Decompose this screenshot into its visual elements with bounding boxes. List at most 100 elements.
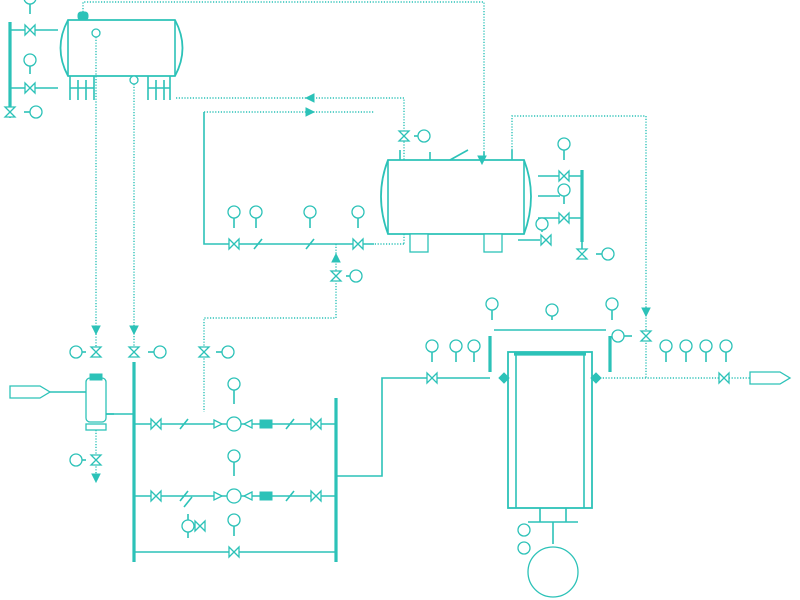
pressure-gauge-20 (181, 519, 195, 533)
pump-2 (226, 488, 242, 504)
pipe-network (50, 1, 750, 538)
pressure-gauge-7 (351, 205, 365, 219)
check-valve-2 (179, 490, 189, 502)
pipe-dotted-0 (82, 1, 485, 160)
pipe-dotted-8 (203, 244, 337, 412)
tank-inlet-nozzle (91, 28, 101, 38)
gate-valve-23 (639, 330, 653, 342)
pressure-gauge-29 (679, 339, 693, 353)
pressure-gauge-30 (699, 339, 713, 353)
gate-valve-11 (89, 346, 103, 358)
pipe-dotted-3 (176, 97, 405, 160)
product-outlet-marker (749, 371, 792, 385)
pressure-gauge-9 (557, 137, 571, 151)
pressure-gauge-10 (557, 183, 571, 197)
pressure-gauge-26 (605, 297, 619, 311)
gauge-set (23, 0, 733, 555)
gate-valve-17 (150, 489, 162, 503)
check-valve-5 (305, 238, 315, 250)
flow-arrow-4 (331, 252, 341, 263)
flow-arrow-2 (91, 325, 101, 336)
pressure-gauge-0 (23, 0, 37, 5)
valve-set (3, 23, 730, 559)
pressure-gauge-25 (545, 303, 559, 317)
pressure-gauge-8 (349, 269, 363, 283)
pressure-gauge-11 (535, 217, 549, 231)
gate-valve-16 (310, 417, 322, 431)
pressure-gauge-4 (227, 205, 241, 219)
pressure-gauge-1 (23, 53, 37, 67)
flow-arrows (91, 93, 651, 484)
flow-arrow-1 (305, 107, 316, 117)
pump-1-strainer (259, 419, 273, 429)
gate-valve-14 (89, 454, 103, 466)
tank-saddle-right (147, 76, 171, 100)
pressure-gauge-18 (227, 449, 241, 463)
check-valve-6 (183, 496, 193, 508)
vertical-reactor-vessel (488, 329, 612, 598)
flow-arrow-3 (129, 325, 139, 336)
flow-arrow-0 (304, 93, 315, 103)
gate-valve-1 (24, 81, 36, 95)
gate-valve-15 (150, 417, 162, 431)
pressure-gauge-19 (227, 513, 241, 527)
gate-valve-4 (228, 237, 240, 251)
upper-tank-level-gauge (8, 22, 58, 118)
nozzle-flange-1 (590, 372, 602, 384)
pipe-solid-3 (336, 377, 490, 477)
feed-inlet-marker (9, 385, 52, 399)
check-valve-3 (285, 490, 295, 502)
gate-valve-22 (718, 371, 730, 385)
flow-arrow-7 (477, 155, 487, 166)
gate-valve-10 (575, 248, 589, 260)
gate-valve-19 (194, 519, 206, 533)
pressure-gauge-31 (719, 339, 733, 353)
pressure-gauge-33 (517, 541, 531, 555)
pressure-gauge-5 (249, 205, 263, 219)
gate-valve-18 (310, 489, 322, 503)
gate-valve-21 (426, 371, 438, 385)
gate-valve-0 (24, 23, 36, 37)
pressure-gauge-22 (449, 339, 463, 353)
pump-1 (226, 416, 242, 432)
gate-valve-9 (540, 233, 552, 247)
gate-valve-7 (558, 169, 570, 183)
gate-valve-20 (228, 545, 240, 559)
gate-valve-13 (197, 346, 211, 358)
check-valve-0 (179, 418, 189, 430)
gate-valve-8 (558, 211, 570, 225)
pressure-gauge-28 (659, 339, 673, 353)
pressure-gauge-23 (467, 339, 481, 353)
pressure-gauge-2 (29, 105, 43, 119)
inlet-filter (80, 373, 114, 431)
gate-valve-12 (127, 346, 141, 358)
upper-storage-tank (59, 11, 184, 100)
tank-support-left (409, 233, 429, 253)
pump-skid (132, 362, 338, 562)
pipe-solid-0 (203, 112, 374, 245)
pressure-gauge-32 (517, 523, 531, 537)
pressure-gauge-15 (221, 345, 235, 359)
gate-valve-6 (352, 237, 364, 251)
pressure-gauge-6 (303, 205, 317, 219)
nozzle-flange-0 (498, 372, 510, 384)
drive-motor (527, 546, 579, 598)
tank-support-right (483, 233, 503, 253)
tank-top-nozzle (77, 11, 89, 21)
pressure-gauge-17 (227, 377, 241, 391)
gate-valve-2 (3, 106, 17, 118)
pressure-gauge-21 (425, 339, 439, 353)
pressure-gauge-24 (485, 297, 499, 311)
pressure-gauge-27 (611, 329, 625, 343)
pipe-dotted-7 (511, 115, 647, 378)
check-valve-1 (285, 418, 295, 430)
gate-valve-3 (397, 130, 411, 142)
tank-relief-vent (449, 149, 469, 161)
pressure-gauge-14 (153, 345, 167, 359)
middle-storage-tank (380, 149, 532, 253)
check-valve-4 (253, 238, 263, 250)
pressure-gauge-16 (69, 453, 83, 467)
tank-outlet-nozzle (129, 75, 139, 85)
gate-valve-5 (329, 270, 343, 282)
